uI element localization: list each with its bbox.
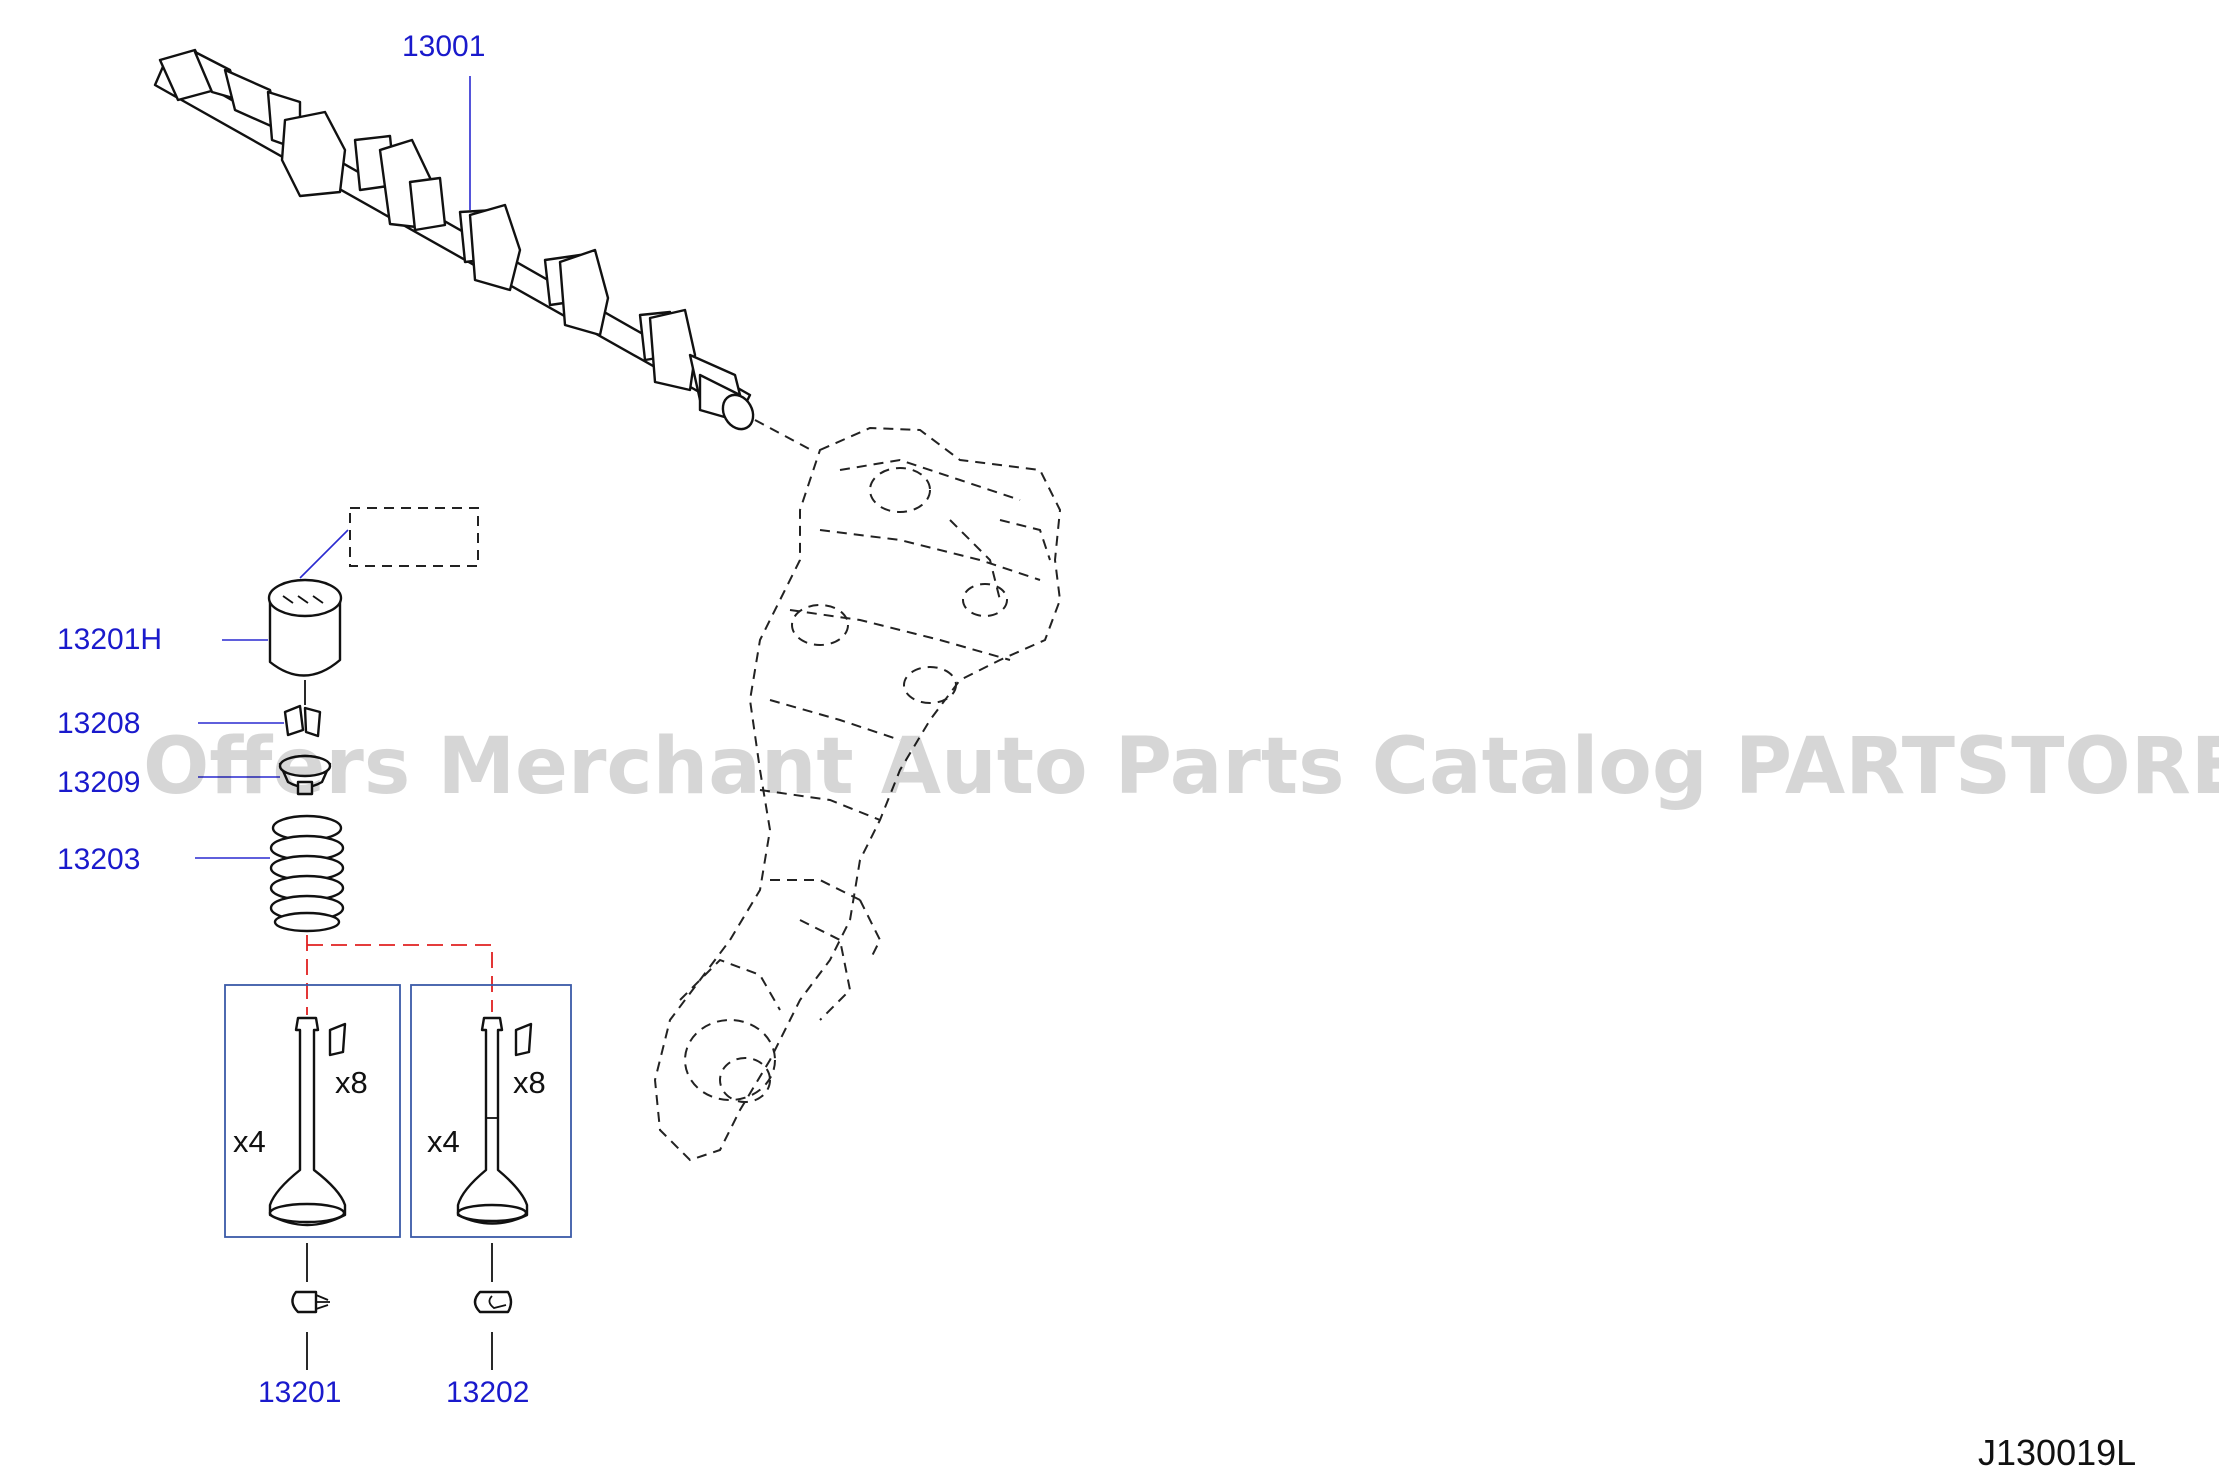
spring-drawing[interactable] (269, 814, 345, 933)
callout-13203[interactable]: 13203 (57, 843, 140, 876)
retainer-drawing[interactable] (278, 754, 332, 796)
cylinder-head-outline (653, 426, 1062, 1162)
collet-drawing[interactable] (283, 680, 322, 738)
diagram-code: J130019L (1978, 1432, 2136, 1473)
lifter-drawing[interactable] (267, 507, 479, 677)
callout-labels: 13001 13201H 13208 13209 13203 13201 132… (57, 30, 529, 1409)
callout-13201[interactable]: 13201 (258, 1376, 341, 1409)
intake-collet-qty: x8 (335, 1065, 368, 1100)
exhaust-valve-group-box (410, 984, 572, 1238)
callout-13001[interactable]: 13001 (402, 30, 485, 63)
exhaust-seal-drawing (473, 1243, 513, 1370)
callout-13201h[interactable]: 13201H (57, 623, 162, 656)
exhaust-valve-drawing[interactable] (456, 1016, 533, 1225)
intake-seal-drawing (291, 1243, 330, 1370)
intake-valve-drawing[interactable] (268, 1016, 347, 1227)
leader-lines (195, 76, 471, 859)
callout-13208[interactable]: 13208 (57, 707, 140, 740)
exhaust-collet-qty: x8 (513, 1065, 546, 1100)
intake-valve-qty: x4 (233, 1124, 266, 1159)
quantity-labels: x8 x4 x8 x4 (233, 1065, 546, 1159)
intake-valve-group-box (224, 984, 401, 1238)
camshaft-drawing[interactable] (153, 48, 816, 453)
valve-link-lines (306, 935, 493, 1015)
callout-13209[interactable]: 13209 (57, 766, 140, 799)
exhaust-valve-qty: x4 (427, 1124, 460, 1159)
watermark-text: Offers Merchant Auto Parts Catalog PARTS… (143, 722, 2219, 812)
callout-13202[interactable]: 13202 (446, 1376, 529, 1409)
